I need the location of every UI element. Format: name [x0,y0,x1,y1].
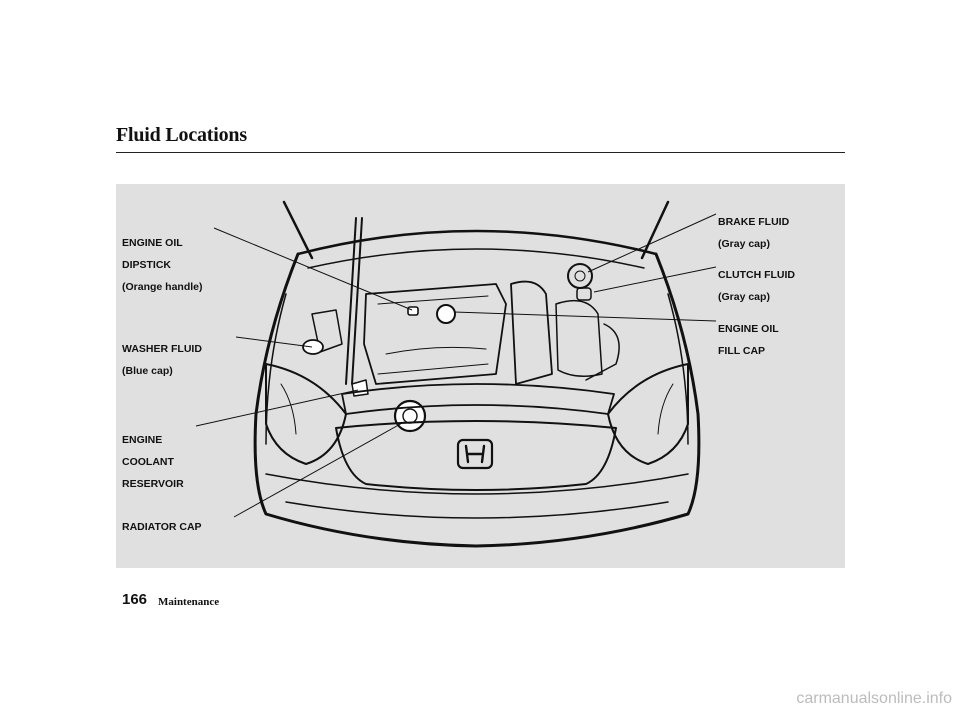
radiator-cap-label: RADIATOR CAP [122,511,202,544]
car-engine-drawing [195,200,717,548]
oil-fill-cap-line1: ENGINE OIL [718,323,779,335]
clutch-fluid-line2: (Gray cap) [718,291,770,303]
radiator-cap-line1: RADIATOR CAP [122,521,202,533]
coolant-line1: ENGINE [122,434,163,446]
section-name: Maintenance [158,596,220,608]
coolant-line2: COOLANT [122,456,174,468]
engine-coolant-reservoir-label: ENGINE COOLANT RESERVOIR [122,424,184,501]
page-number: 166 [122,591,148,608]
clutch-fluid-line1: CLUTCH FLUID [718,269,795,281]
engine-oil-fill-cap-label: ENGINE OIL FILL CAP [718,313,779,368]
page-title: Fluid Locations [116,124,247,146]
washer-fluid-label: WASHER FLUID (Blue cap) [122,333,202,388]
clutch-fluid-label: CLUTCH FLUID (Gray cap) [718,259,795,314]
engine-oil-dipstick-line2: DIPSTICK [122,259,172,271]
title-rule [116,152,845,153]
engine-oil-dipstick-line3: (Orange handle) [122,281,203,293]
watermark: carmanualsonline.info [796,690,952,707]
brake-fluid-line2: (Gray cap) [718,238,770,250]
engine-bay-illustration: ENGINE OIL DIPSTICK (Orange handle) WASH… [116,184,845,568]
engine-oil-dipstick-label: ENGINE OIL DIPSTICK (Orange handle) [122,227,203,304]
brake-fluid-line1: BRAKE FLUID [718,216,790,228]
washer-fluid-line1: WASHER FLUID [122,343,202,355]
washer-fluid-line2: (Blue cap) [122,365,173,377]
engine-oil-dipstick-line1: ENGINE OIL [122,237,183,249]
brake-fluid-label: BRAKE FLUID (Gray cap) [718,206,789,261]
coolant-line3: RESERVOIR [122,478,184,490]
oil-fill-cap-line2: FILL CAP [718,345,766,357]
